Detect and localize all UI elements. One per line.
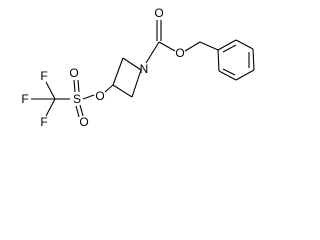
bond-ch2-phenyl	[199, 41, 219, 51]
phenyl-bond-5	[218, 70, 237, 81]
phenyl-bond-4	[235, 69, 255, 81]
bond-c3-triflate-o	[104, 84, 114, 93]
phenyl-inner-bond-3	[222, 68, 236, 76]
atom-sulfonyl-oxygen-top: O	[69, 66, 78, 80]
bond-c-f-bottom	[45, 98, 56, 117]
atom-triflate-oxygen: O	[95, 89, 104, 103]
bond-n-carbonyl	[145, 41, 160, 64]
atom-fluorine-top: F	[40, 69, 47, 83]
atom-fluorine-bottom: F	[40, 115, 47, 129]
atom-ester-oxygen: O	[175, 46, 184, 60]
bond-ester-o-ch2	[184, 41, 201, 52]
phenyl-bond-3	[252, 48, 255, 71]
atom-carbonyl-oxygen: O	[154, 6, 163, 20]
ring-bond-n-c2	[122, 57, 142, 71]
bond-carbonyl-ester-o	[158, 41, 176, 52]
bond-s-o-top-2	[77, 79, 80, 93]
ring-bond-c4-n	[131, 69, 142, 98]
bond-triflate-o-s	[82, 94, 95, 100]
phenyl-bond-1	[217, 39, 237, 51]
bond-s-o-bottom-1	[75, 105, 80, 118]
bond-c-f-top	[45, 81, 56, 100]
bond-s-o-bottom-2	[79, 104, 84, 117]
phenyl-bond-6	[217, 49, 220, 72]
ring-bond-c3-c4	[112, 84, 133, 98]
phenyl-bond-2	[235, 39, 254, 50]
structure-canvas: O O N O S O O F F F	[21, 6, 255, 129]
atom-ring-nitrogen: N	[140, 62, 149, 76]
bonds	[31, 20, 255, 118]
atom-sulfonyl-oxygen-bottom: O	[79, 115, 88, 129]
phenyl-inner-bond-1	[222, 44, 237, 53]
ring-bond-c2-c3	[112, 57, 124, 86]
atom-fluorine-left: F	[21, 92, 28, 106]
atom-labels: O O N O S O O F F F	[21, 6, 184, 129]
bond-s-o-top-1	[73, 79, 76, 93]
chemical-structure: O O N O S O O F F F	[21, 6, 255, 129]
atom-sulfur: S	[73, 92, 81, 106]
